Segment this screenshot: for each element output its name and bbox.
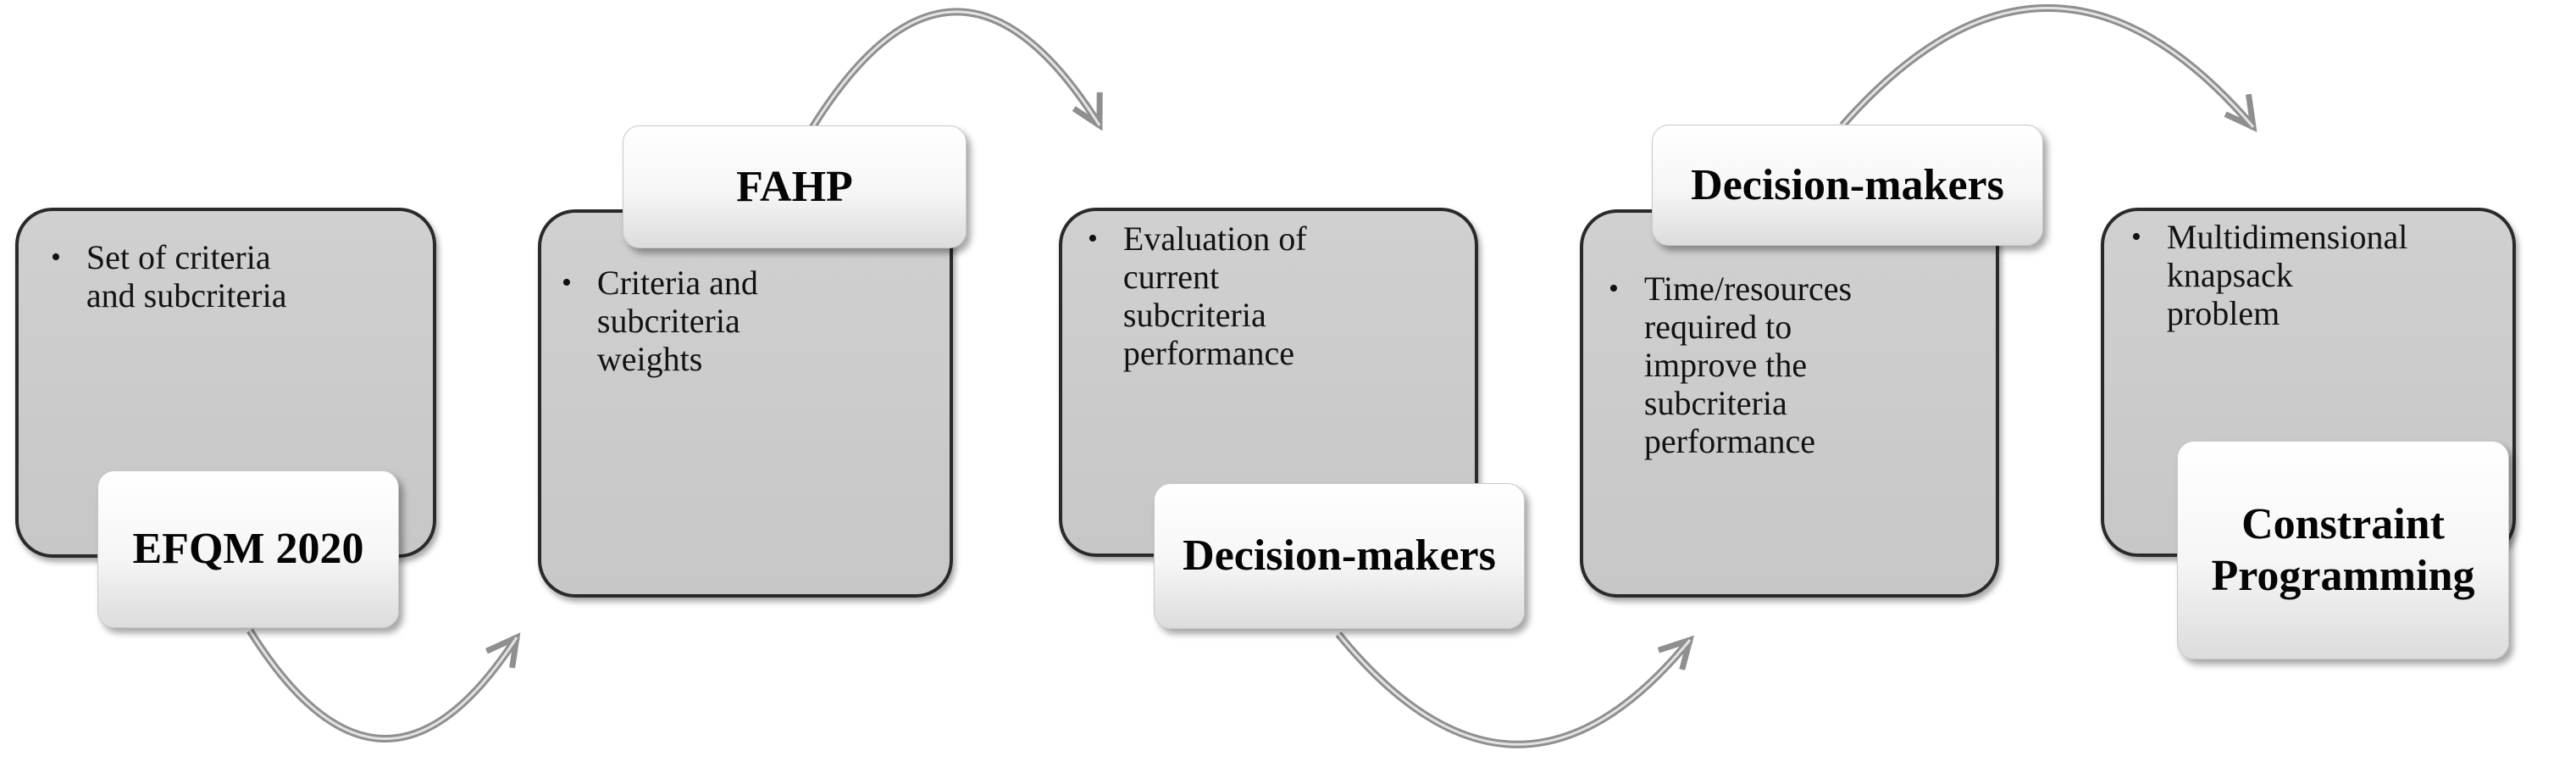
- bullet-list: • Criteria and subcriteria weights: [562, 264, 941, 378]
- label-constraint-programming: Constraint Programming: [2177, 441, 2509, 659]
- bullet-icon: •: [1609, 273, 1619, 304]
- arc-arrow-bottom-2: [1335, 631, 1695, 748]
- bullet-icon: •: [562, 267, 572, 298]
- bullet-list: • Multidimensional knapsack problem: [2131, 218, 2504, 332]
- arc-arrow-top-1: [803, 8, 1103, 140]
- bullet-icon: •: [2131, 221, 2141, 253]
- bullet-list: • Set of criteria and subcriteria: [51, 238, 424, 314]
- label-fahp: FAHP: [623, 125, 967, 248]
- step-text: Time/resources required to improve the s…: [1643, 270, 1853, 460]
- arc-arrow-bottom-1: [247, 628, 521, 743]
- bullet-list: • Time/resources required to improve the…: [1609, 270, 1987, 460]
- step-text: Set of criteria and subcriteria: [86, 238, 287, 314]
- label-efqm-2020: EFQM 2020: [97, 470, 399, 628]
- step-box-weights: • Criteria and subcriteria weights: [538, 209, 953, 598]
- step-text: Evaluation of current subcriteria perfor…: [1122, 220, 1307, 372]
- step-box-time-resources: • Time/resources required to improve the…: [1580, 209, 1999, 598]
- label-decision-makers-2: Decision-makers: [1652, 125, 2043, 246]
- bullet-icon: •: [1088, 223, 1098, 254]
- label-decision-makers-1: Decision-makers: [1154, 483, 1525, 629]
- bullet-list: • Evaluation of current subcriteria perf…: [1088, 220, 1466, 372]
- bullet-icon: •: [51, 242, 61, 273]
- step-text: Criteria and subcriteria weights: [596, 264, 758, 378]
- step-text: Multidimensional knapsack problem: [2166, 218, 2408, 332]
- arc-arrow-top-2: [1839, 4, 2257, 132]
